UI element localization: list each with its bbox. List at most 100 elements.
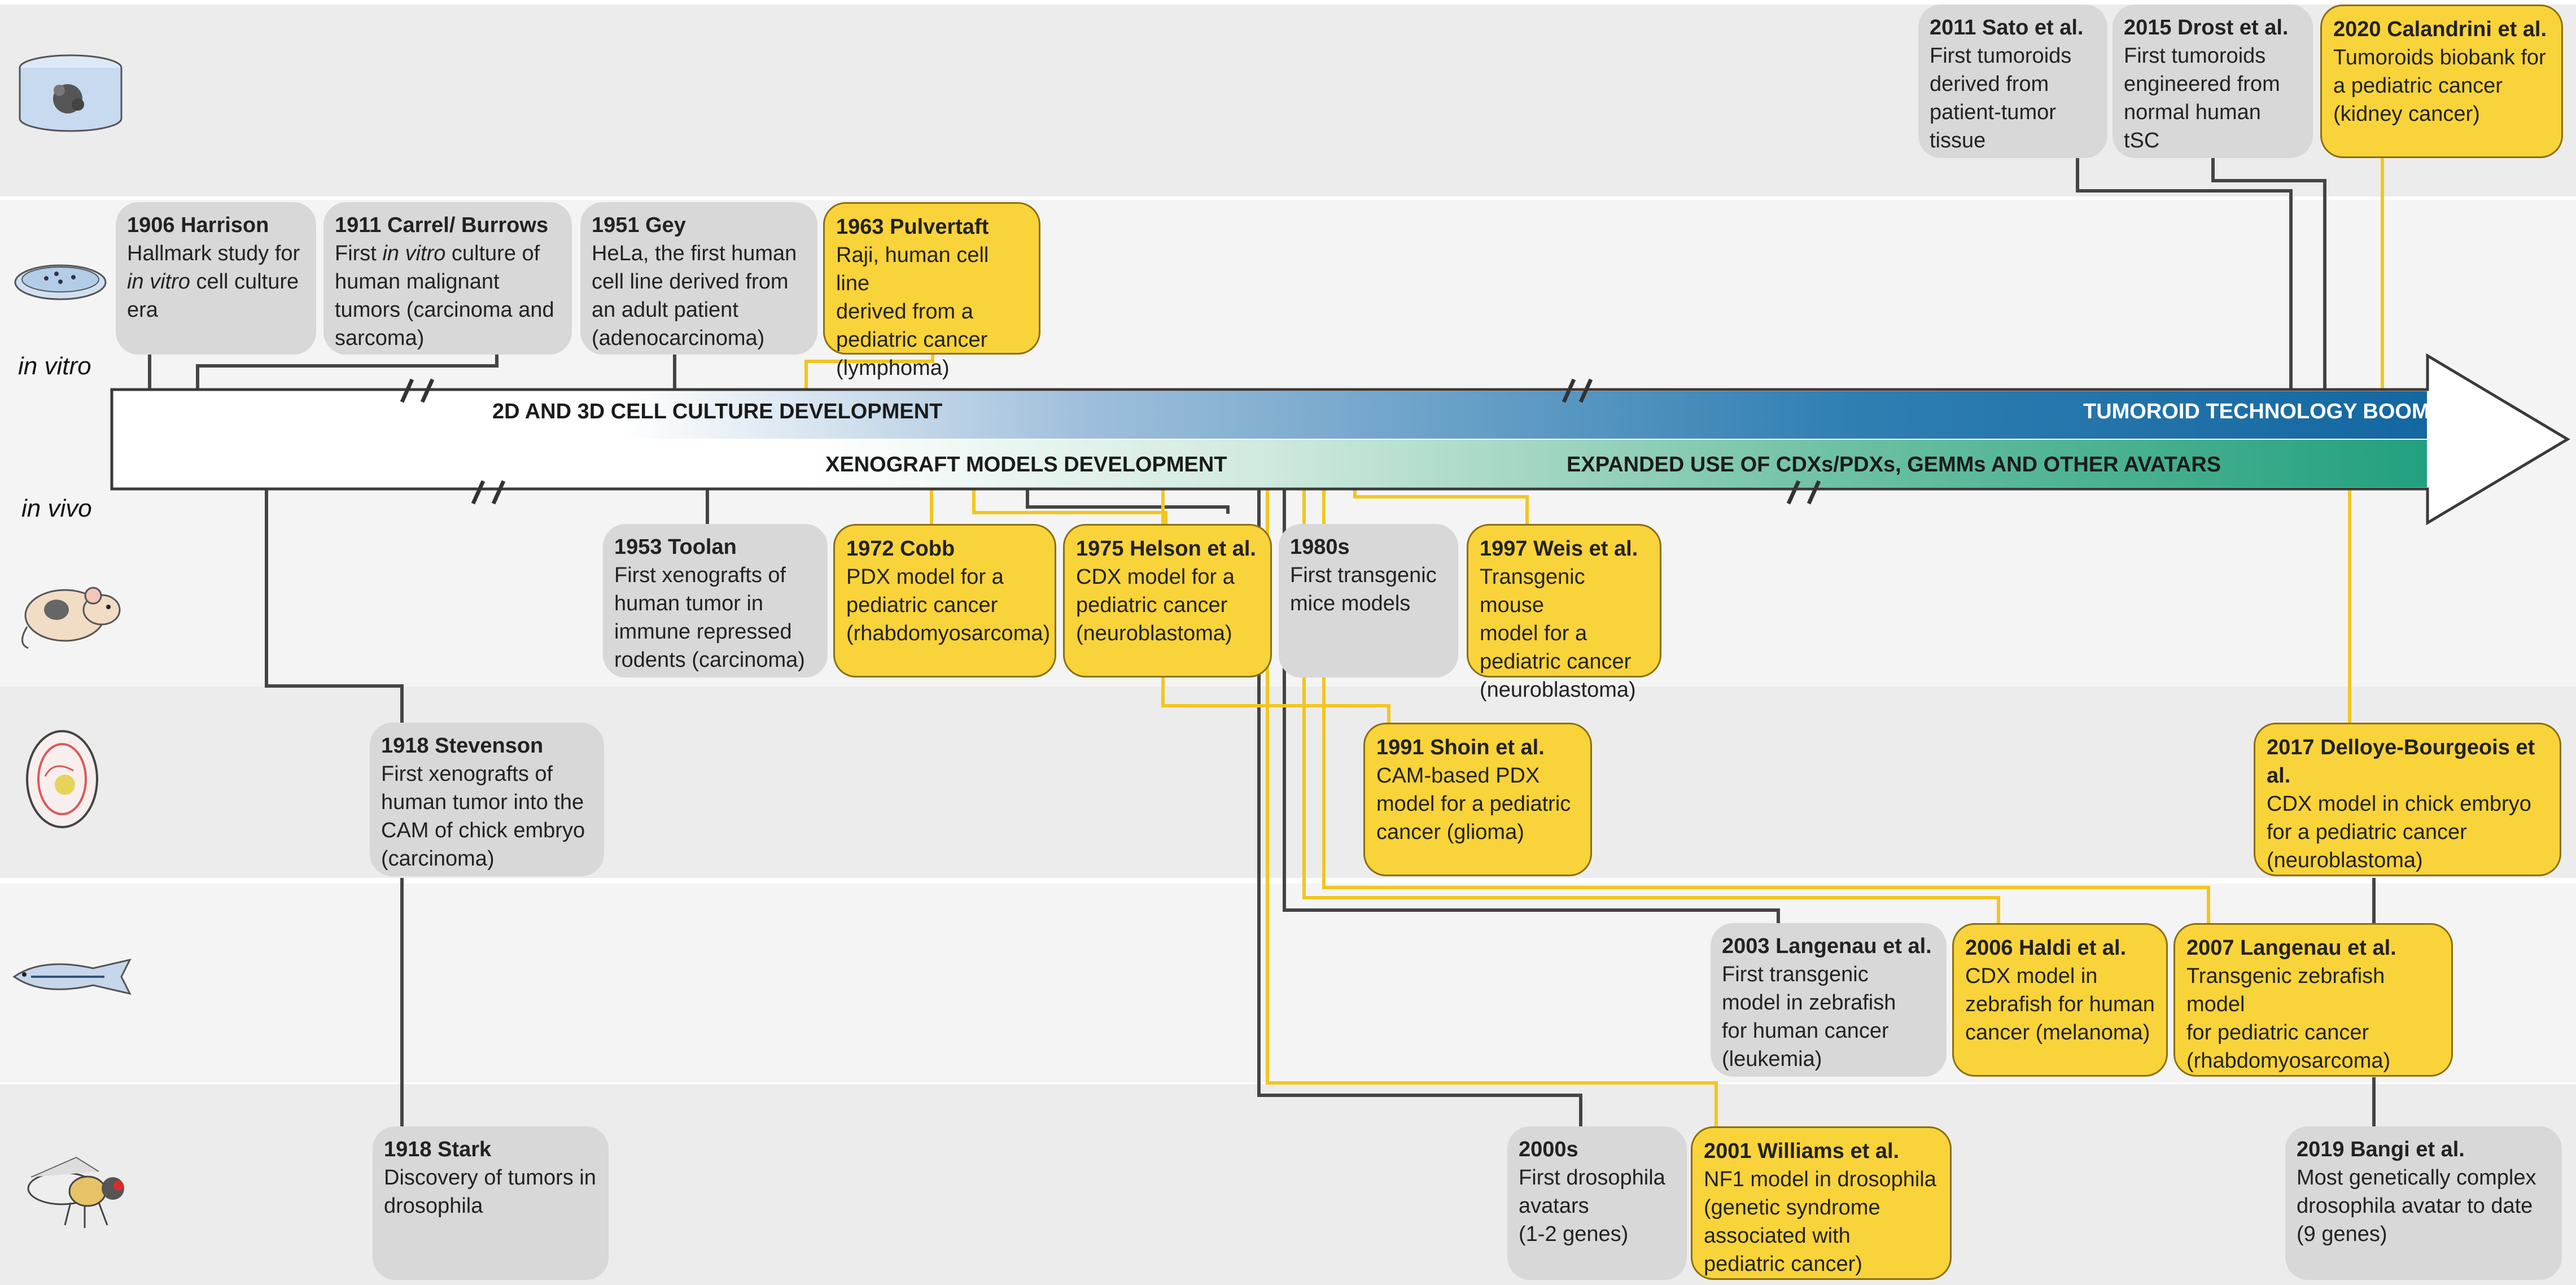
event-body: First transgenic mice models [1290,563,1437,615]
connector-langenau2007 [1322,489,2210,923]
chick-embryo-egg-icon [26,730,98,828]
connector-weis [1353,489,1529,524]
event-shoin: 1991 Shoin et al. CAM-based PDX model fo… [1363,723,1592,876]
connector-drosophila2000s [1257,489,1582,1126]
event-title: 1975 Helson et al. [1076,537,1256,561]
event-body: First xenografts of human tumor in immun… [614,563,805,672]
event-langenau-2007: 2007 Langenau et al. Transgenic zebrafis… [2173,923,2453,1077]
event-title: 1980s [1290,535,1350,559]
event-title: 2017 Delloye-Bourgeois et al. [2267,736,2535,788]
drosophila-icon [27,1156,124,1228]
event-title: 2001 Williams et al. [1704,1139,1900,1163]
zebrafish-icon [12,958,132,995]
event-weis: 1997 Weis et al. Transgenic mouse model … [1467,524,1661,702]
event-title: 2006 Haldi et al. [1965,936,2127,960]
event-title: 1906 Harrison [127,213,269,237]
event-stevenson: 1918 Stevenson First xenografts of human… [370,723,604,876]
event-title: 2007 Langenau et al. [2186,936,2396,960]
axis-label-tumoroid-boom: TUMOROID TECHNOLOGY BOOM [2083,400,2430,423]
axis-breaks [400,378,1821,505]
event-body: First drosophila avatars (1-2 genes) [1519,1166,1665,1246]
event-helson: 1975 Helson et al. CDX model for a pedia… [1063,524,1272,678]
event-body-italic: in vitro [127,270,190,294]
event-body: NF1 model in drosophila (genetic syndrom… [1704,1168,1936,1276]
event-toolan: 1953 Toolan First xenografts of human tu… [603,524,828,678]
event-body: CDX model in zebrafish for human cancer … [1965,964,2155,1044]
event-cobb: 1972 Cobb PDX model for a pediatric canc… [833,524,1056,678]
connector-helson-mice [1026,489,1230,514]
event-body: Raji, human cell line derived from a ped… [836,243,989,380]
connector-sato [2076,157,2293,390]
event-title: 1963 Pulvertaft [836,215,989,239]
event-body: First tumoroids derived from patient-tum… [1930,44,2072,152]
event-body-text: cell culture era [127,270,299,322]
event-body: CDX model in chick embryo for a pediatri… [2267,792,2531,872]
event-stark: 1918 Stark Discovery of tumors in drosop… [373,1126,609,1280]
connector-stevenson [265,489,404,725]
event-body: CDX model for a pediatric cancer (neurob… [1076,565,1235,645]
event-body: PDX model for a pediatric cancer (rhabdo… [846,565,1051,645]
connector-pulvertaft [804,355,934,390]
event-title: 2019 Bangi et al. [2297,1138,2465,1161]
event-pulvertaft: 1963 Pulvertaft Raji, human cell line de… [823,202,1040,380]
row-label-in-vitro: in vitro [18,352,91,380]
event-body: First in vitro culture of human malignan… [335,239,561,352]
event-body: Transgenic zebrafish model for pediatric… [2186,964,2391,1073]
event-delloye-bourgeois: 2017 Delloye-Bourgeois et al. CDX model … [2254,723,2561,876]
event-body-text: culture of human malignant tumors (carci… [335,242,554,350]
petri-dish-icon [14,264,107,300]
event-title: 1918 Stark [384,1138,492,1161]
event-sato: 2011 Sato et al. First tumoroids derived… [1918,5,2107,158]
event-title: 1953 Toolan [614,535,737,559]
event-body: Discovery of tumors in drosophila [384,1166,596,1218]
event-harrison: 1906 Harrison Hallmark study for in vitr… [116,202,316,355]
event-body-text: First [335,242,383,265]
row-label-in-vivo: in vivo [21,495,92,522]
xenograft-gradient-band [113,440,2427,487]
event-body: Hallmark study for in vitro cell culture… [127,239,305,324]
event-drosophila-2000s: 2000s First drosophila avatars (1-2 gene… [1507,1126,1687,1280]
connector-haldi [1302,489,2000,923]
connector-drost [2211,157,2326,390]
event-body: Tumoroids biobank for a pediatric cancer… [2333,46,2546,126]
event-title: 2003 Langenau et al. [1722,934,1932,958]
connector-carrel [196,355,498,390]
event-title: 2000s [1519,1138,1578,1161]
axis-label-xenograft: XENOGRAFT MODELS DEVELOPMENT [825,453,1227,477]
event-body: First tumoroids engineered from normal h… [2124,44,2280,152]
event-bangi: 2019 Bangi et al. Most genetically compl… [2285,1126,2562,1280]
event-title: 1991 Shoin et al. [1376,736,1545,759]
cell-culture-gradient-band [113,391,2427,439]
event-calandrini: 2020 Calandrini et al. Tumoroids biobank… [2320,5,2563,158]
event-gey: 1951 Gey HeLa, the first human cell line… [580,202,817,355]
event-drost: 2015 Drost et al. First tumoroids engine… [2113,5,2313,158]
event-body-text: Hallmark study for [127,242,300,265]
event-body-italic: in vitro [382,242,446,265]
event-title: 1911 Carrel/ Burrows [335,213,549,237]
event-title: 1972 Cobb [846,537,955,561]
event-langenau-2003: 2003 Langenau et al. First transgenic mo… [1711,923,1947,1077]
event-title: 2015 Drost et al. [2124,16,2289,40]
event-haldi: 2006 Haldi et al. CDX model in zebrafish… [1952,923,2168,1077]
axis-label-cell-culture: 2D AND 3D CELL CULTURE DEVELOPMENT [492,400,943,423]
mouse-icon [21,587,121,649]
event-title: 2011 Sato et al. [1930,16,2084,40]
event-body: First transgenic model in zebrafish for … [1722,963,1896,1071]
event-body: HeLa, the first human cell line derived … [592,242,797,350]
event-williams: 2001 Williams et al. NF1 model in drosop… [1691,1126,1952,1280]
event-body: Most genetically complex drosophila avat… [2297,1166,2536,1246]
timeline-arrow [110,353,2570,526]
event-carrel-burrows: 1911 Carrel/ Burrows First in vitro cult… [323,202,572,355]
dark-connectors [148,157,2376,1126]
event-body: CAM-based PDX model for a pediatric canc… [1376,764,1571,844]
event-body: First xenografts of human tumor into the… [381,762,585,871]
event-body: Transgenic mouse model for a pediatric c… [1480,565,1636,702]
connector-helson [972,489,1167,524]
organoid-dish-icon [19,54,123,132]
connector-williams [1266,489,1718,1126]
connector-langenau2003 [1283,489,1780,923]
event-title: 1997 Weis et al. [1480,537,1638,561]
event-transgenic-mice: 1980s First transgenic mice models [1279,524,1458,678]
